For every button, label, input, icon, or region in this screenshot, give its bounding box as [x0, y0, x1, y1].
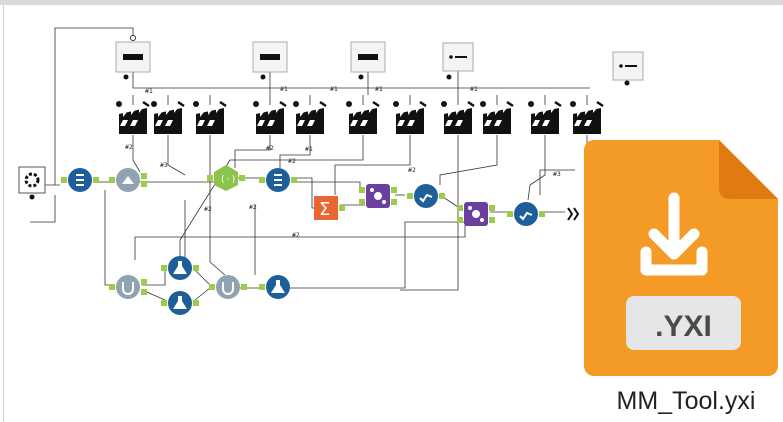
join-tool-icon[interactable]: [359, 184, 397, 208]
radio-button-tool-icon[interactable]: [612, 51, 644, 86]
conn-label: #1: [145, 87, 153, 95]
conn-label: #1: [280, 85, 288, 93]
conn-label: #3: [160, 161, 168, 169]
formula-tool-icon[interactable]: [259, 168, 297, 192]
window-top-bar: [0, 0, 783, 5]
svg-text:Σ: Σ: [319, 199, 330, 220]
text-box-tool-icon[interactable]: [442, 42, 474, 80]
workflow-tools: (⋅) Σ: [18, 165, 580, 315]
clapperboard-icon[interactable]: [344, 99, 381, 136]
conn-label: #1: [470, 85, 478, 93]
conn-label: #1: [330, 85, 338, 93]
macro-input-gear-icon[interactable]: [18, 166, 46, 200]
summarize-tool-icon[interactable]: Σ: [314, 196, 345, 220]
interface-input-boxes: [115, 35, 644, 86]
test-tool-icon[interactable]: [161, 291, 199, 315]
svg-text:(⋅): (⋅): [220, 175, 236, 185]
conn-label: #1: [375, 85, 383, 93]
select-tool-icon[interactable]: [407, 184, 445, 208]
filter-tool-icon[interactable]: [109, 168, 147, 192]
clapperboard-icon[interactable]: [478, 99, 515, 136]
text-box-tool-icon[interactable]: [350, 41, 386, 80]
clapperboard-icon[interactable]: [391, 99, 428, 136]
conn-label: #3: [553, 170, 561, 178]
clapperboard-icon[interactable]: [439, 99, 476, 136]
clapperboard-icon[interactable]: [568, 99, 605, 136]
formula-tool-icon[interactable]: [61, 168, 99, 192]
clapperboard-icon[interactable]: [114, 99, 151, 136]
union-tool-icon[interactable]: [209, 275, 247, 299]
yxi-file-icon[interactable]: .YXI: [584, 140, 778, 376]
conn-label: #2: [408, 166, 416, 174]
union-tool-icon[interactable]: [109, 275, 147, 299]
test-tool-icon[interactable]: [161, 256, 199, 280]
workflow-canvas-frame: [3, 5, 781, 422]
workflow-connections: [30, 27, 590, 301]
conn-label: #2: [125, 143, 133, 151]
conn-label: #2: [292, 231, 300, 239]
conn-label: #2: [266, 144, 274, 152]
clapperboard-icon[interactable]: [251, 99, 288, 136]
clapperboard-icon[interactable]: [291, 99, 328, 136]
clapperboard-icon[interactable]: [526, 99, 563, 136]
clapperboard-icon[interactable]: [149, 99, 186, 136]
conn-label: #1: [305, 145, 313, 153]
text-box-tool-icon[interactable]: [252, 41, 288, 80]
test-tool-icon[interactable]: [259, 275, 290, 299]
file-extension-badge: [626, 296, 741, 350]
macro-output-icon[interactable]: [567, 207, 580, 221]
macro-tool-icon[interactable]: (⋅): [207, 165, 245, 191]
select-tool-icon[interactable]: [507, 202, 545, 226]
text-box-tool-icon[interactable]: [115, 35, 151, 80]
action-tools: [114, 99, 605, 136]
conn-label: #2: [204, 205, 212, 213]
connection-labels: #1 #1 #1 #1 #1 #2 #2 #1 #3 #2 #2 #2 #2 #…: [125, 85, 561, 239]
file-extension-label: .YXI: [655, 310, 712, 343]
conn-label: #2: [288, 157, 296, 165]
download-arrow-icon: [640, 192, 708, 276]
join-tool-icon[interactable]: [457, 202, 495, 226]
clapperboard-icon[interactable]: [191, 99, 228, 136]
file-name-label[interactable]: MM_Tool.yxi: [616, 387, 756, 415]
conn-label: #2: [249, 203, 257, 211]
